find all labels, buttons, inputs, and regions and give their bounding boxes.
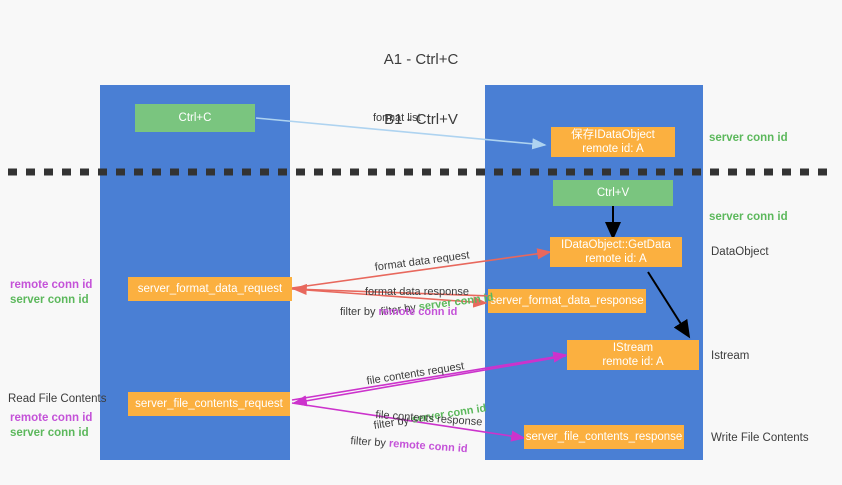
box-ctrl-v[interactable]: Ctrl+V: [553, 180, 673, 206]
filter-key-remote-conn-1: remote conn id: [378, 306, 458, 318]
label-dataobject: DataObject: [711, 246, 769, 258]
label-remote-conn-id-bottom: remote conn id: [10, 412, 93, 424]
arrow-label-format-list: format list: [373, 112, 421, 124]
box-istream[interactable]: IStream remote id: A: [567, 340, 699, 370]
box-server-file-contents-request[interactable]: server_file_contents_request: [128, 392, 290, 416]
arrow-label-file-contents-request: file contents request: [365, 360, 465, 388]
label-server-conn-id-bottom: server conn id: [10, 427, 89, 439]
label-read-file-contents: Read File Contents: [8, 393, 107, 405]
filter-prefix-4: filter by: [350, 434, 390, 450]
arrow-label-format-data-response-filter: filter by remote conn id: [340, 305, 457, 320]
title-line-1: A1 - Ctrl+C: [383, 51, 459, 68]
label-istream: Istream: [711, 350, 750, 362]
label-server-conn-id-left-mid: server conn id: [10, 294, 89, 306]
label-remote-conn-id-mid: remote conn id: [10, 279, 93, 291]
box-save-idataobject[interactable]: 保存IDataObject remote id: A: [551, 127, 675, 157]
box-server-format-data-request[interactable]: server_format_data_request: [128, 277, 292, 301]
arrow-label-format-data-request-group: format data request filter by server con…: [370, 216, 498, 350]
box-ctrl-c[interactable]: Ctrl+C: [135, 104, 255, 132]
arrow-label-format-data-request: format data request: [374, 249, 471, 274]
box-idataobject-getdata[interactable]: IDataObject::GetData remote id: A: [550, 237, 682, 267]
arrow-label-format-data-response: format data response: [365, 286, 469, 298]
box-server-format-data-response[interactable]: server_format_data_response: [488, 289, 646, 313]
box-server-file-contents-response[interactable]: server_file_contents_response: [524, 425, 684, 449]
filter-prefix-2: filter by: [340, 306, 379, 318]
label-server-conn-id-mid: server conn id: [709, 211, 788, 223]
label-server-conn-id-top: server conn id: [709, 132, 788, 144]
label-write-file-contents: Write File Contents: [711, 432, 809, 444]
